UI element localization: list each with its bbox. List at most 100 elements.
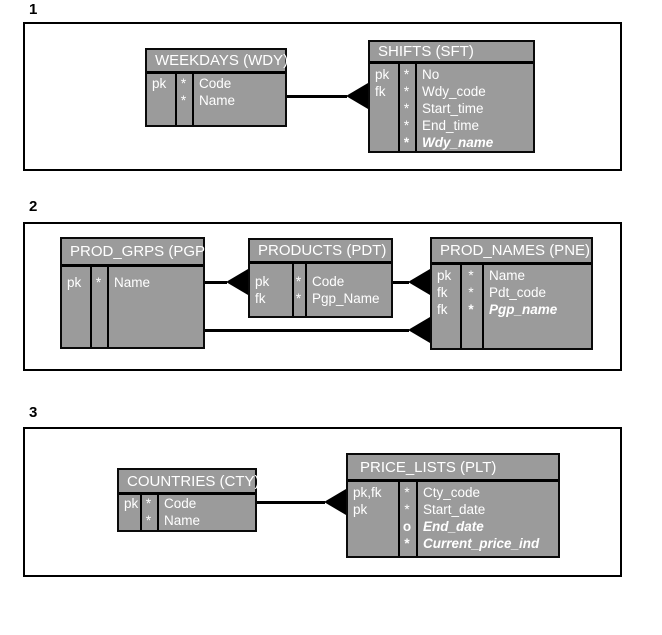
- entity-table-price-lists: PRICE_LISTS (PLT) pk,fk * Cty_code pk * …: [346, 453, 560, 558]
- attribute-name: Wdy_name: [422, 135, 494, 150]
- attribute-row: pk * No: [370, 67, 533, 84]
- entity-table-shifts: SHIFTS (SFT) pk * No fk * Wdy_code * Sta…: [368, 40, 535, 153]
- key-indicator: [370, 118, 398, 135]
- optionality-marker: *: [403, 135, 410, 150]
- entity-body: pk,fk * Cty_code pk * Start_date o End_d…: [348, 482, 558, 556]
- attribute-name: Cty_code: [423, 485, 481, 500]
- optionality-marker: *: [145, 513, 152, 528]
- key-indicator: fk: [437, 285, 448, 300]
- attribute-name: Name: [199, 93, 236, 108]
- key-indicator: fk: [375, 84, 386, 99]
- key-indicator: [348, 536, 398, 553]
- attribute-name: No: [422, 67, 440, 82]
- column-divider: [90, 267, 92, 347]
- attribute-row: * Start_time: [370, 101, 533, 118]
- relationship-arrow-icon: [324, 489, 346, 515]
- relationship-line-weekdays-shifts: [287, 95, 347, 98]
- key-indicator: pk,fk: [353, 485, 382, 500]
- entity-table-countries: COUNTRIES (CTY) pk * Code * Name: [117, 468, 260, 532]
- key-indicator: pk: [67, 275, 82, 290]
- column-divider: [140, 495, 142, 530]
- attribute-name: Pgp_Name: [312, 291, 380, 306]
- optionality-marker: *: [404, 536, 410, 551]
- attribute-row: pk * Code: [119, 496, 255, 513]
- optionality-marker: *: [145, 496, 152, 511]
- key-indicator: [370, 101, 398, 118]
- relationship-arrow-icon: [226, 269, 248, 295]
- column-divider: [398, 64, 400, 151]
- attribute-row: * Wdy_name: [370, 135, 533, 152]
- key-indicator: [370, 135, 398, 152]
- key-indicator: [348, 519, 398, 536]
- column-divider: [292, 264, 294, 316]
- entity-body: pk * Code fk * Pgp_Name: [250, 264, 391, 316]
- entity-body: pk * Name: [62, 267, 203, 347]
- entity-title: PROD_GRPS (PGP): [62, 239, 210, 267]
- attribute-row: pk * Name: [432, 268, 591, 285]
- optionality-marker: o: [402, 519, 412, 534]
- attribute-name: Name: [114, 275, 151, 290]
- attribute-row: fk * Pdt_code: [432, 285, 591, 302]
- optionality-marker: *: [180, 76, 187, 91]
- entity-body: pk * Code * Name: [119, 495, 255, 530]
- column-divider: [157, 495, 159, 530]
- attribute-row: pk * Code: [147, 76, 285, 93]
- entity-title: WEEKDAYS (WDY): [147, 50, 288, 74]
- entity-title: PRODUCTS (PDT): [250, 240, 391, 264]
- optionality-marker: *: [404, 502, 410, 517]
- attribute-row: fk * Wdy_code: [370, 84, 533, 101]
- optionality-marker: *: [295, 274, 302, 289]
- attribute-row: * Name: [147, 93, 285, 110]
- optionality-marker: *: [404, 485, 410, 500]
- key-indicator: pk: [255, 274, 270, 289]
- entity-title: PROD_NAMES (PNE): [432, 239, 591, 265]
- attribute-name: Start_time: [422, 101, 484, 116]
- attribute-row: pk * Start_date: [348, 502, 558, 519]
- optionality-marker: *: [95, 275, 102, 290]
- key-indicator: pk: [124, 496, 139, 511]
- section-1-label: 1: [29, 1, 38, 18]
- optionality-marker: *: [468, 268, 474, 283]
- optionality-marker: *: [180, 93, 187, 108]
- key-indicator: [147, 93, 175, 110]
- attribute-name: Current_price_ind: [423, 536, 540, 551]
- relationship-line-prodgrps-products: [205, 281, 227, 284]
- attribute-name: Pgp_name: [489, 302, 558, 317]
- attribute-row: o End_date: [348, 519, 558, 536]
- relationship-arrow-icon: [408, 269, 430, 295]
- relationship-line-prodgrps-prodnames: [205, 329, 409, 332]
- relationship-line-countries-pricelists: [257, 501, 325, 504]
- key-indicator: pk: [437, 268, 452, 283]
- attribute-name: Code: [312, 274, 345, 289]
- attribute-row: fk * Pgp_name: [432, 302, 591, 319]
- attribute-name: End_date: [423, 519, 484, 534]
- section-2-label: 2: [29, 198, 38, 215]
- section-3-label: 3: [29, 404, 38, 421]
- attribute-name: Name: [164, 513, 201, 528]
- column-divider: [192, 74, 194, 125]
- key-indicator: pk: [375, 67, 390, 82]
- attribute-row: * Current_price_ind: [348, 536, 558, 553]
- optionality-marker: *: [403, 101, 410, 116]
- entity-body: pk * Name fk * Pdt_code fk * Pgp_name: [432, 265, 591, 348]
- column-divider: [416, 482, 418, 556]
- column-divider: [107, 267, 109, 347]
- attribute-name: Code: [164, 496, 197, 511]
- optionality-marker: *: [295, 291, 302, 306]
- entity-body: pk * No fk * Wdy_code * Start_time * End…: [370, 64, 533, 151]
- attribute-row: pk * Code: [250, 274, 391, 291]
- entity-table-prod-names: PROD_NAMES (PNE) pk * Name fk * Pdt_code…: [430, 237, 593, 350]
- optionality-marker: *: [468, 285, 474, 300]
- optionality-marker: *: [403, 118, 410, 133]
- relationship-arrow-icon: [346, 83, 368, 109]
- key-indicator: pk: [152, 76, 167, 91]
- column-divider: [398, 482, 400, 556]
- relationship-line-products-prodnames: [393, 281, 409, 284]
- entity-table-products: PRODUCTS (PDT) pk * Code fk * Pgp_Name: [248, 238, 393, 318]
- entity-body: pk * Code * Name: [147, 74, 285, 125]
- entity-table-prod-grps: PROD_GRPS (PGP) pk * Name: [60, 237, 210, 349]
- optionality-marker: *: [403, 67, 410, 82]
- attribute-row: * Name: [119, 513, 255, 530]
- attribute-name: End_time: [422, 118, 480, 133]
